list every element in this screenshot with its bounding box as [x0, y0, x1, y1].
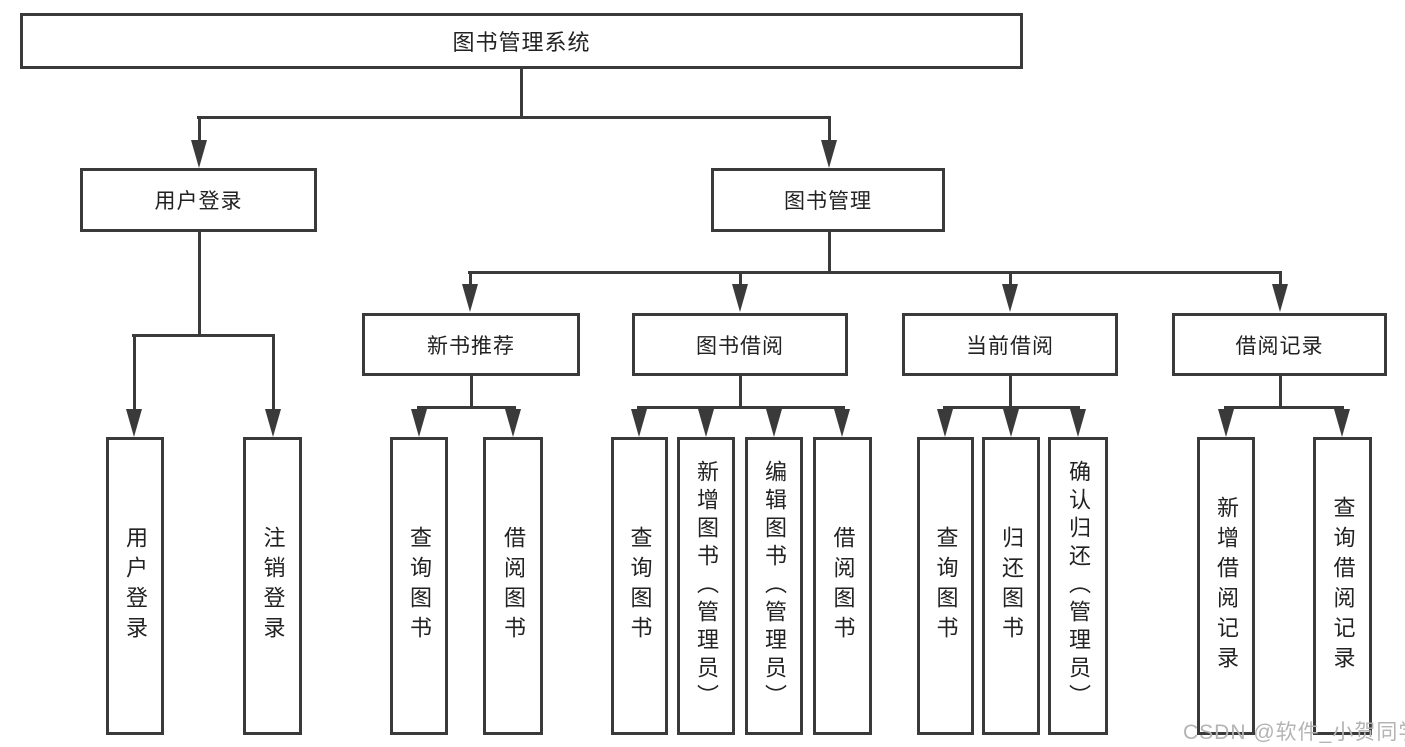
arrow-down-icon: [698, 409, 714, 437]
line: [1279, 376, 1282, 408]
leaf-return-book: 归还图书: [982, 437, 1040, 735]
leaf-logout-login: 注销登录: [243, 437, 302, 735]
leaf-edit-book-admin: 编辑图书（管理员）: [745, 437, 803, 735]
arrow-down-icon: [126, 409, 142, 437]
line: [133, 334, 136, 412]
line: [520, 69, 523, 119]
leaf-query-book-1: 查询图书: [390, 437, 448, 735]
arrow-down-icon: [505, 409, 521, 437]
line: [1009, 376, 1012, 408]
node-book-borrowing: 图书借阅: [632, 313, 848, 376]
arrow-down-icon: [937, 409, 953, 437]
line: [943, 406, 1080, 409]
line: [272, 334, 275, 412]
arrow-down-icon: [1002, 284, 1018, 312]
line: [739, 376, 742, 408]
node-user-login: 用户登录: [80, 168, 317, 232]
arrow-down-icon: [462, 284, 478, 312]
leaf-query-borrow-record: 查询借阅记录: [1313, 437, 1372, 735]
arrow-down-icon: [834, 409, 850, 437]
leaf-borrow-book-1: 借阅图书: [483, 437, 543, 735]
arrow-down-icon: [1272, 284, 1288, 312]
leaf-query-book-2: 查询图书: [611, 437, 668, 735]
leaf-borrow-book-2: 借阅图书: [813, 437, 872, 735]
line: [198, 116, 201, 144]
line: [739, 271, 742, 287]
node-root: 图书管理系统: [20, 13, 1023, 69]
arrow-down-icon: [191, 140, 207, 168]
node-new-book-recommendation: 新书推荐: [362, 313, 580, 376]
arrow-down-icon: [1334, 409, 1350, 437]
arrow-down-icon: [631, 409, 647, 437]
line: [417, 406, 516, 409]
line: [470, 376, 473, 408]
node-book-management: 图书管理: [711, 168, 945, 232]
leaf-user-login: 用户登录: [106, 437, 164, 735]
watermark: CSDN @软件_小贺同学: [1183, 721, 1405, 744]
line: [197, 116, 831, 119]
leaf-add-book-admin: 新增图书（管理员）: [677, 437, 735, 735]
leaf-confirm-return-admin: 确认归还（管理员）: [1048, 437, 1108, 735]
arrow-down-icon: [821, 140, 837, 168]
line: [469, 271, 472, 287]
arrow-down-icon: [265, 409, 281, 437]
line: [637, 406, 845, 409]
arrow-down-icon: [766, 409, 782, 437]
leaf-query-book-3: 查询图书: [917, 437, 974, 735]
node-borrowing-records: 借阅记录: [1172, 313, 1387, 376]
arrow-down-icon: [411, 409, 427, 437]
node-current-borrowing: 当前借阅: [902, 313, 1118, 376]
line: [1279, 271, 1282, 287]
line: [468, 271, 1282, 274]
line: [1009, 271, 1012, 287]
arrow-down-icon: [1070, 409, 1086, 437]
line: [132, 334, 275, 337]
line: [1224, 406, 1344, 409]
arrow-down-icon: [732, 284, 748, 312]
arrow-down-icon: [1218, 409, 1234, 437]
arrow-down-icon: [1003, 409, 1019, 437]
leaf-add-borrow-record: 新增借阅记录: [1197, 437, 1255, 735]
line: [828, 116, 831, 144]
line: [828, 232, 831, 273]
line: [198, 232, 201, 336]
